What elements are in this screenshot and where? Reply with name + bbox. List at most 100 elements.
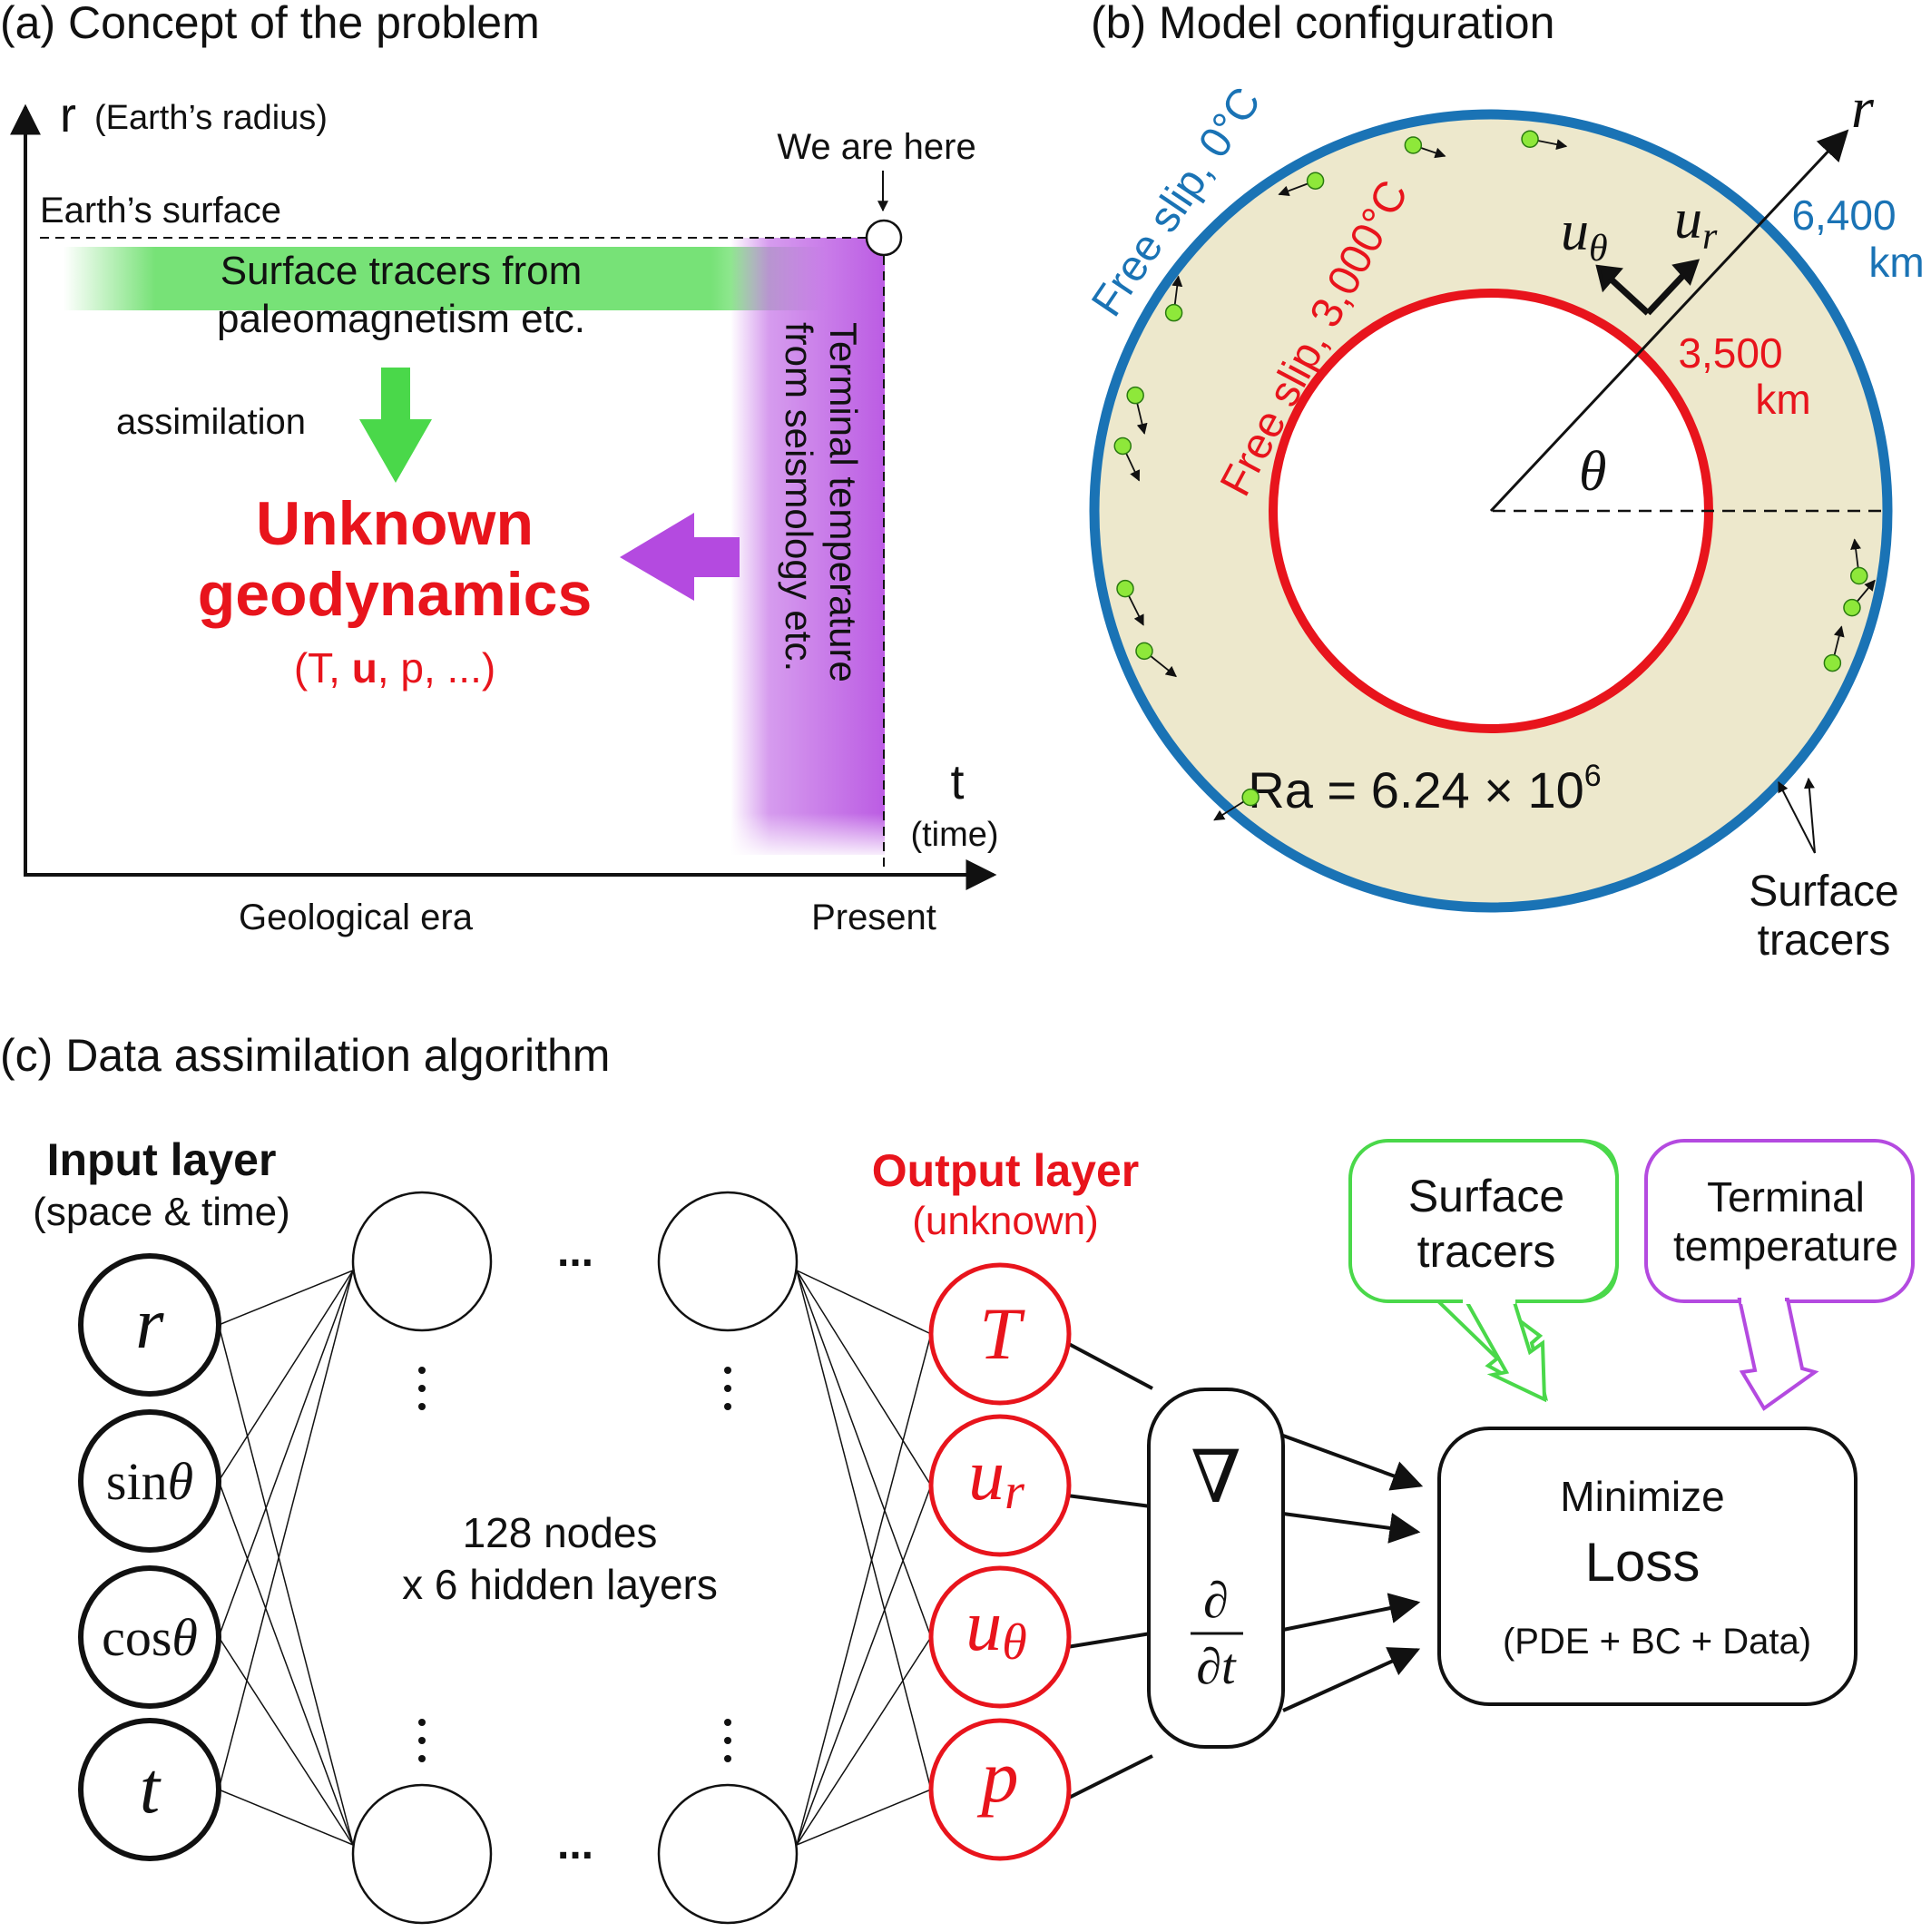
outer-radius-value: 6,400 [1791, 191, 1896, 239]
surface-tracer [1849, 566, 1868, 585]
panel-b: (b) Model configuration θ r uθ ur 6,400 … [1083, 0, 1924, 965]
terminal-arrow [620, 513, 740, 601]
input-label-r: r [135, 1284, 164, 1364]
hidden-description-line1: 128 nodes [463, 1509, 658, 1556]
output-node-T [928, 1262, 1072, 1406]
connection-line [796, 1636, 932, 1846]
connection-line [218, 1789, 354, 1846]
surface-tracers-line1: Surface tracers from [221, 249, 583, 293]
output-node-u-theta [928, 1565, 1072, 1709]
output-node-u-r [928, 1414, 1072, 1557]
loss-line3: (PDE + BC + Data) [1503, 1622, 1811, 1662]
tracers-label-line2: tracers [1758, 917, 1891, 965]
output-layer-subtitle: (unknown) [912, 1199, 1098, 1243]
r-symbol: r [1851, 75, 1875, 140]
surface-tracer [1135, 642, 1153, 661]
r-direction-arrow [1489, 129, 1849, 513]
surface-tracer [1843, 598, 1861, 617]
surface-tracer [1404, 136, 1423, 154]
rayleigh-number: Ra = 6.24 × 106 [1248, 759, 1601, 819]
input-layer-subtitle: (space & time) [33, 1190, 290, 1234]
output-node-p [928, 1718, 1072, 1861]
connection-line [218, 1270, 354, 1790]
surface-tracer [1113, 436, 1132, 456]
panel-c-title: (c) Data assimilation algorithm [0, 1030, 610, 1081]
output-label-p: p [977, 1735, 1019, 1818]
nabla-symbol: ∇ [1191, 1438, 1241, 1518]
output-label-u-theta: uθ [966, 1586, 1027, 1671]
callout-tracers-line1: Surface [1408, 1171, 1564, 1221]
connection-line [796, 1270, 932, 1335]
surface-tracer [1164, 303, 1183, 322]
surface-tracer [1116, 579, 1134, 598]
assimilation-arrow [359, 368, 432, 483]
hidden-node-first-top [351, 1191, 493, 1332]
input-nodes: r sinθ cosθ t [78, 1253, 221, 1861]
tracers-pointer-2 [1803, 777, 1816, 854]
theta-symbol: θ [1579, 441, 1606, 503]
input-label-sin-theta: sinθ [106, 1452, 193, 1511]
input-node-t [78, 1718, 221, 1861]
output-layer-title: Output layer [872, 1145, 1139, 1196]
input-node-cos-theta [78, 1565, 221, 1709]
unknown-line2: geodynamics [198, 560, 593, 629]
present-label: Present [811, 897, 936, 937]
tracers-label-line1: Surface [1749, 868, 1898, 916]
unknown-line1: Unknown [256, 489, 534, 558]
output-label-u-r: ur [968, 1436, 1024, 1520]
outer-radius-unit: km [1868, 239, 1924, 286]
hidden-node-first-bottom [351, 1783, 493, 1925]
panel-a: (a) Concept of the problem r (Earth’s ra… [0, 0, 999, 937]
t-axis-symbol: t [950, 755, 964, 809]
u-theta-label: uθ [1561, 201, 1608, 270]
output-label-T: T [979, 1292, 1025, 1375]
surface-tracer [1306, 172, 1325, 190]
connection-line [218, 1480, 354, 1846]
inner-radius-value: 3,500 [1678, 329, 1782, 377]
connection-line [218, 1270, 354, 1326]
unknown-variables: (T, u, p, ...) [294, 644, 495, 691]
assimilation-label: assimilation [116, 402, 306, 442]
hidden-node-last-bottom [657, 1783, 799, 1925]
callout-tracers-line2: tracers [1417, 1226, 1556, 1277]
connection-line [218, 1636, 354, 1846]
input-label-t: t [140, 1749, 162, 1829]
present-marker [865, 219, 903, 257]
output-nodes: T ur uθ p [928, 1262, 1072, 1861]
surface-tracers [1113, 130, 1876, 821]
terminal-temperature-line2: from seismology etc. [778, 322, 820, 672]
loss-line1: Minimize [1560, 1473, 1724, 1520]
loss-box [1437, 1427, 1857, 1706]
surface-tracer [1241, 788, 1260, 807]
differential-operator-box [1147, 1388, 1285, 1749]
surface-tracers-line2: paleomagnetism etc. [217, 297, 585, 341]
terminal-temperature-callout-arrow [1737, 1298, 1819, 1411]
terminal-temperature-line1: Terminal temperature [822, 322, 865, 682]
surface-tracer [1126, 386, 1144, 405]
input-layer-title: Input layer [47, 1134, 277, 1185]
earth-surface-label: Earth’s surface [40, 191, 281, 230]
panel-c: (c) Data assimilation algorithm Input la… [0, 1030, 1915, 1925]
loss-line2: Loss [1585, 1532, 1701, 1593]
u-r-label: ur [1674, 189, 1718, 258]
r-axis-symbol: r [60, 88, 76, 142]
surface-tracers-band [64, 247, 826, 310]
connection-line [796, 1485, 932, 1846]
inner-radius-unit: km [1755, 376, 1810, 423]
panel-a-title: (a) Concept of the problem [0, 0, 540, 48]
surface-tracer [1823, 653, 1842, 672]
we-are-here-label: We are here [777, 127, 975, 167]
partial-denominator: ∂t [1196, 1639, 1237, 1695]
tracers-pointer-1 [1778, 780, 1816, 854]
surface-tracers-callout-arrow [1462, 1298, 1547, 1403]
callout-terminal-line1: Terminal [1707, 1173, 1865, 1221]
partial-numerator: ∂ [1203, 1573, 1229, 1629]
input-node-r [78, 1253, 221, 1397]
connection-line [796, 1270, 932, 1638]
hidden-description-line2: x 6 hidden layers [402, 1561, 718, 1608]
hidden-ellipsis-top: ... [557, 1228, 593, 1276]
hidden-ellipsis-bottom: ... [557, 1820, 593, 1868]
hidden-nodes: ... ... 128 nodes x 6 hidden layers [351, 1191, 799, 1925]
surface-tracer [1521, 130, 1539, 149]
